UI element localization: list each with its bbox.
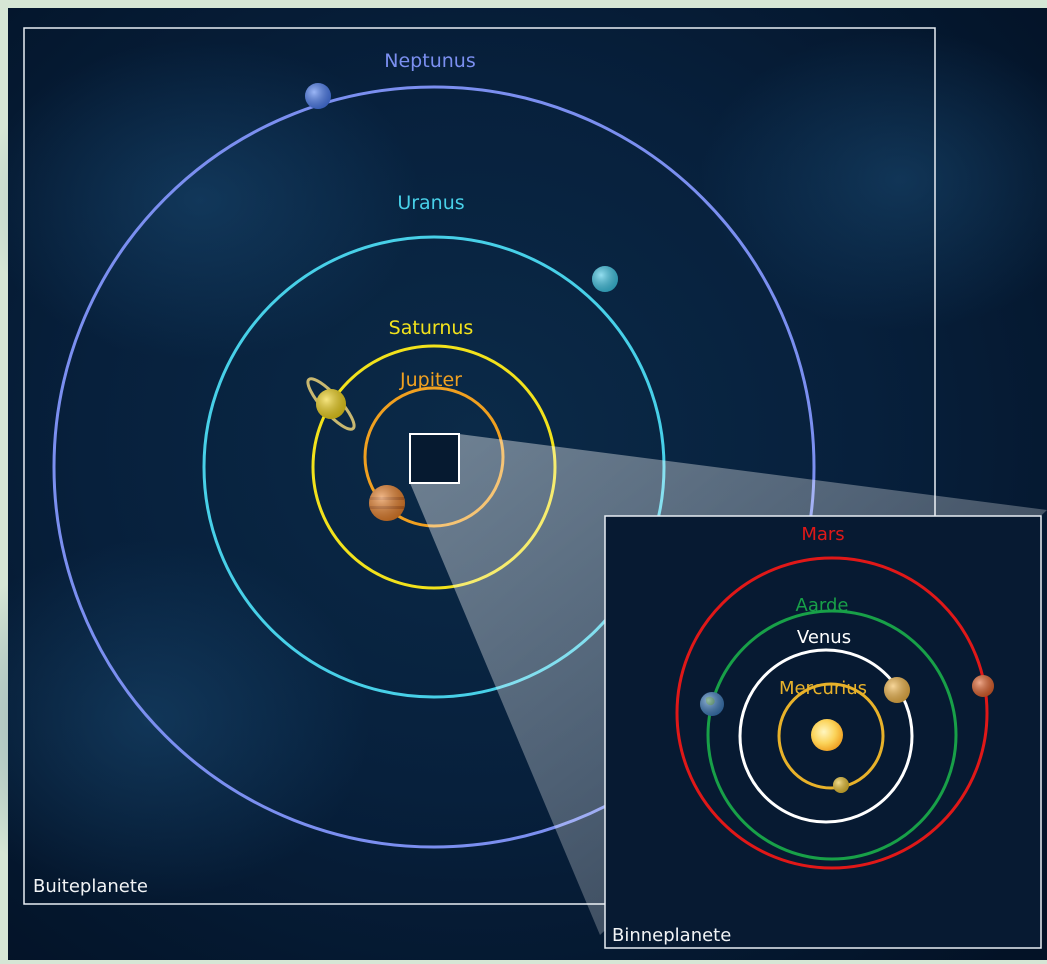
jupiter-label: Jupiter <box>399 369 462 391</box>
neptunus-shading <box>305 83 331 109</box>
venus-orbit <box>738 648 914 824</box>
outer-panel-caption: Buiteplanete <box>33 876 148 897</box>
saturnus-label: Saturnus <box>389 317 474 339</box>
aarde-planet <box>700 692 724 716</box>
nebula-cloud <box>0 40 420 360</box>
mercurius-label: Mercurius <box>779 678 867 699</box>
inner-system-marker <box>409 433 460 484</box>
venus-shading <box>884 677 910 703</box>
neptunus-label: Neptunus <box>384 50 475 72</box>
neptunus-orbit <box>52 85 816 849</box>
outer-panel-frame <box>23 27 936 905</box>
mars-label: Mars <box>801 524 844 545</box>
aarde-orbit <box>706 609 958 861</box>
mercurius-shading <box>833 777 849 793</box>
sun <box>811 719 843 751</box>
uranus-shading <box>592 266 618 292</box>
jupiter-planet <box>369 485 405 521</box>
mars-shading <box>972 675 994 697</box>
venus-label: Venus <box>797 627 851 648</box>
uranus-label: Uranus <box>397 192 464 214</box>
inner-panel-caption: Binneplanete <box>612 925 731 946</box>
mars-orbit <box>675 556 989 870</box>
aarde-label: Aarde <box>796 595 849 616</box>
saturnus-planet <box>306 377 356 431</box>
nebula-cloud <box>700 30 1047 330</box>
mercurius-orbit <box>777 682 885 790</box>
nebula-cloud <box>0 540 370 900</box>
